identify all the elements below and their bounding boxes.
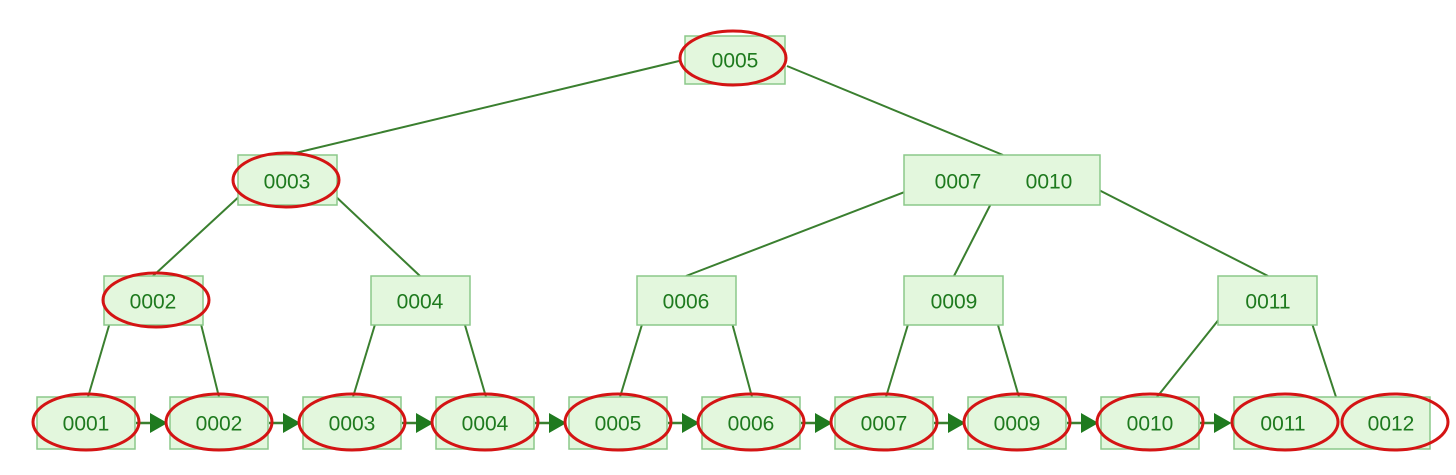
highlight-circle <box>563 392 673 452</box>
tree-edges <box>87 60 1337 398</box>
internal-node-0009: 0009 <box>903 275 1004 326</box>
highlight-circle <box>31 392 141 452</box>
node-key: 0006 <box>728 413 775 436</box>
highlight-circle <box>101 271 211 329</box>
node-key: 0007 <box>935 171 982 194</box>
highlight-circle <box>231 151 341 209</box>
node-box <box>435 396 535 450</box>
internal-node-0004: 0004 <box>370 275 471 326</box>
node-key: 0003 <box>264 171 311 194</box>
node-box <box>684 35 786 85</box>
highlight-circle <box>430 392 540 452</box>
highlight-circle <box>1340 392 1450 452</box>
leaf-node-0005: 0005 <box>563 392 673 452</box>
highlight-circle <box>696 392 806 452</box>
node-key: 0005 <box>712 50 759 73</box>
node-box <box>903 275 1004 326</box>
internal-node-0011: 0011 <box>1217 275 1318 326</box>
node-key: 0004 <box>397 291 444 314</box>
node-box <box>302 396 402 450</box>
leaf-node-0003: 0003 <box>297 392 407 452</box>
node-box <box>1217 275 1318 326</box>
leaf-node-0010: 0010 <box>1095 392 1205 452</box>
highlight-circle <box>1095 392 1205 452</box>
node-key: 0011 <box>1260 413 1305 436</box>
root-node: 0005 <box>678 29 788 87</box>
node-key: 0010 <box>1026 171 1073 194</box>
node-key: 0004 <box>462 413 509 436</box>
node-key: 0002 <box>196 413 243 436</box>
leaf-node-0002: 0002 <box>164 392 274 452</box>
node-box <box>237 154 338 206</box>
edge-root-right-child <box>786 65 1004 156</box>
node-box <box>169 396 269 450</box>
leaf-node-0009: 0009 <box>962 392 1072 452</box>
node-box <box>103 275 204 326</box>
node-box <box>834 396 934 450</box>
node-key: 0009 <box>931 291 978 314</box>
internal-node-0002: 0002 <box>101 271 211 329</box>
node-key: 0001 <box>63 413 110 436</box>
edge-0007-0010-third-child <box>1090 185 1269 277</box>
highlight-circle <box>678 29 788 87</box>
highlight-circle <box>297 392 407 452</box>
node-box <box>903 154 1101 206</box>
node-box <box>636 275 737 326</box>
leaf-node-0004: 0004 <box>430 392 540 452</box>
edge-0003-right-child <box>331 192 421 277</box>
edge-root-left-child <box>286 60 680 156</box>
highlight-circle <box>1230 392 1340 452</box>
edge-0003-left-child <box>152 192 244 277</box>
highlight-circle <box>962 392 1072 452</box>
node-key: 0003 <box>329 413 376 436</box>
node-key: 0002 <box>130 291 177 314</box>
node-box <box>370 275 471 326</box>
leaf-node-0001: 0001 <box>31 392 141 452</box>
leaf-node-0007: 0007 <box>829 392 939 452</box>
leaf-node-0011-0012: 0011 0012 <box>1230 392 1450 452</box>
node-key: 0012 <box>1368 413 1415 436</box>
node-key: 0011 <box>1245 291 1290 314</box>
node-box <box>36 396 136 450</box>
internal-node-0003: 0003 <box>231 151 341 209</box>
node-box <box>1233 396 1431 450</box>
edge-0002-left-child <box>87 311 114 398</box>
node-box <box>967 396 1067 450</box>
highlight-circle <box>164 392 274 452</box>
edge-0011-left-child <box>1156 307 1229 398</box>
node-box <box>701 396 801 450</box>
edge-0007-0010-first-child <box>685 187 916 277</box>
edge-0002-right-child <box>197 311 220 398</box>
node-key: 0005 <box>595 413 642 436</box>
leaf-node-0006: 0006 <box>696 392 806 452</box>
node-key: 0010 <box>1127 413 1174 436</box>
highlight-circle <box>829 392 939 452</box>
node-key: 0009 <box>994 413 1041 436</box>
node-box <box>568 396 668 450</box>
node-key: 0007 <box>861 413 908 436</box>
internal-node-0007-0010: 0007 0010 <box>903 154 1101 206</box>
node-key: 0006 <box>663 291 710 314</box>
internal-node-0006: 0006 <box>636 275 737 326</box>
